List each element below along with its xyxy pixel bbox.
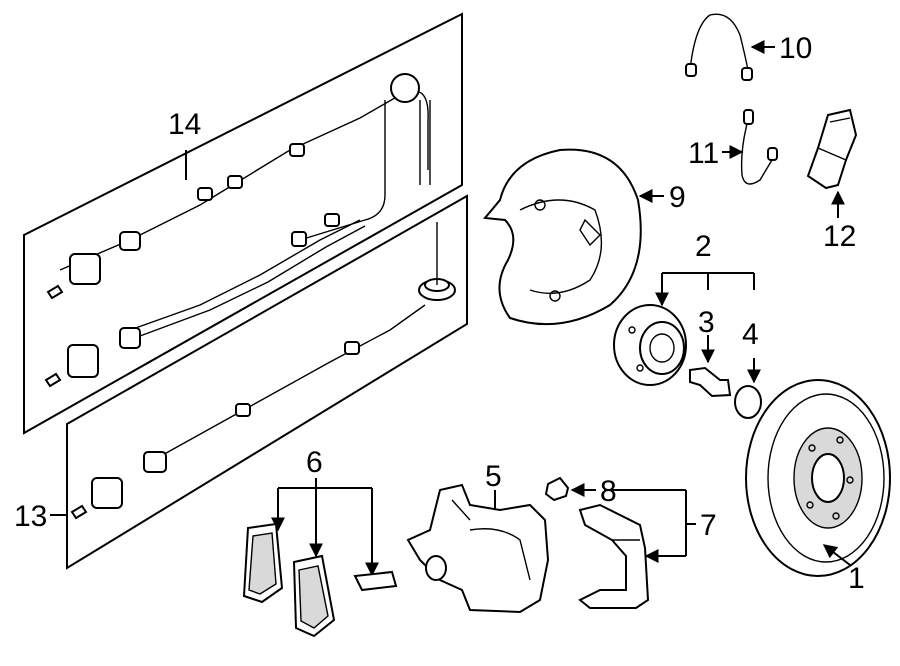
callout-5: 5 bbox=[485, 460, 502, 493]
callout-4: 4 bbox=[742, 318, 759, 351]
callout-8: 8 bbox=[600, 475, 617, 508]
callout-12: 12 bbox=[823, 220, 856, 253]
callout-10: 10 bbox=[779, 32, 812, 65]
sensor-lead-10 bbox=[685, 13, 775, 81]
sensor-cable-panel-lower bbox=[50, 194, 468, 570]
callout-2: 2 bbox=[695, 230, 712, 263]
callout-13: 13 bbox=[14, 500, 47, 533]
brake-rotor bbox=[745, 379, 891, 577]
callout-6: 6 bbox=[306, 446, 323, 479]
hub-bolt bbox=[689, 335, 732, 398]
speed-sensor bbox=[806, 108, 858, 218]
dust-shield bbox=[483, 148, 664, 326]
callout-14: 14 bbox=[168, 108, 201, 141]
callout-3: 3 bbox=[698, 306, 715, 339]
caliper-bracket bbox=[578, 489, 696, 609]
brake-caliper bbox=[406, 483, 550, 614]
callout-7: 7 bbox=[700, 509, 717, 542]
callout-9: 9 bbox=[669, 181, 686, 214]
brake-pads bbox=[242, 478, 398, 638]
dust-cap bbox=[734, 358, 762, 419]
hub-assembly bbox=[613, 272, 755, 386]
guide-pin bbox=[544, 476, 596, 502]
callout-1: 1 bbox=[848, 562, 865, 595]
sensor-cable-panel-upper bbox=[23, 12, 463, 435]
sensor-lead-11 bbox=[722, 109, 778, 185]
callout-11: 11 bbox=[688, 137, 719, 170]
